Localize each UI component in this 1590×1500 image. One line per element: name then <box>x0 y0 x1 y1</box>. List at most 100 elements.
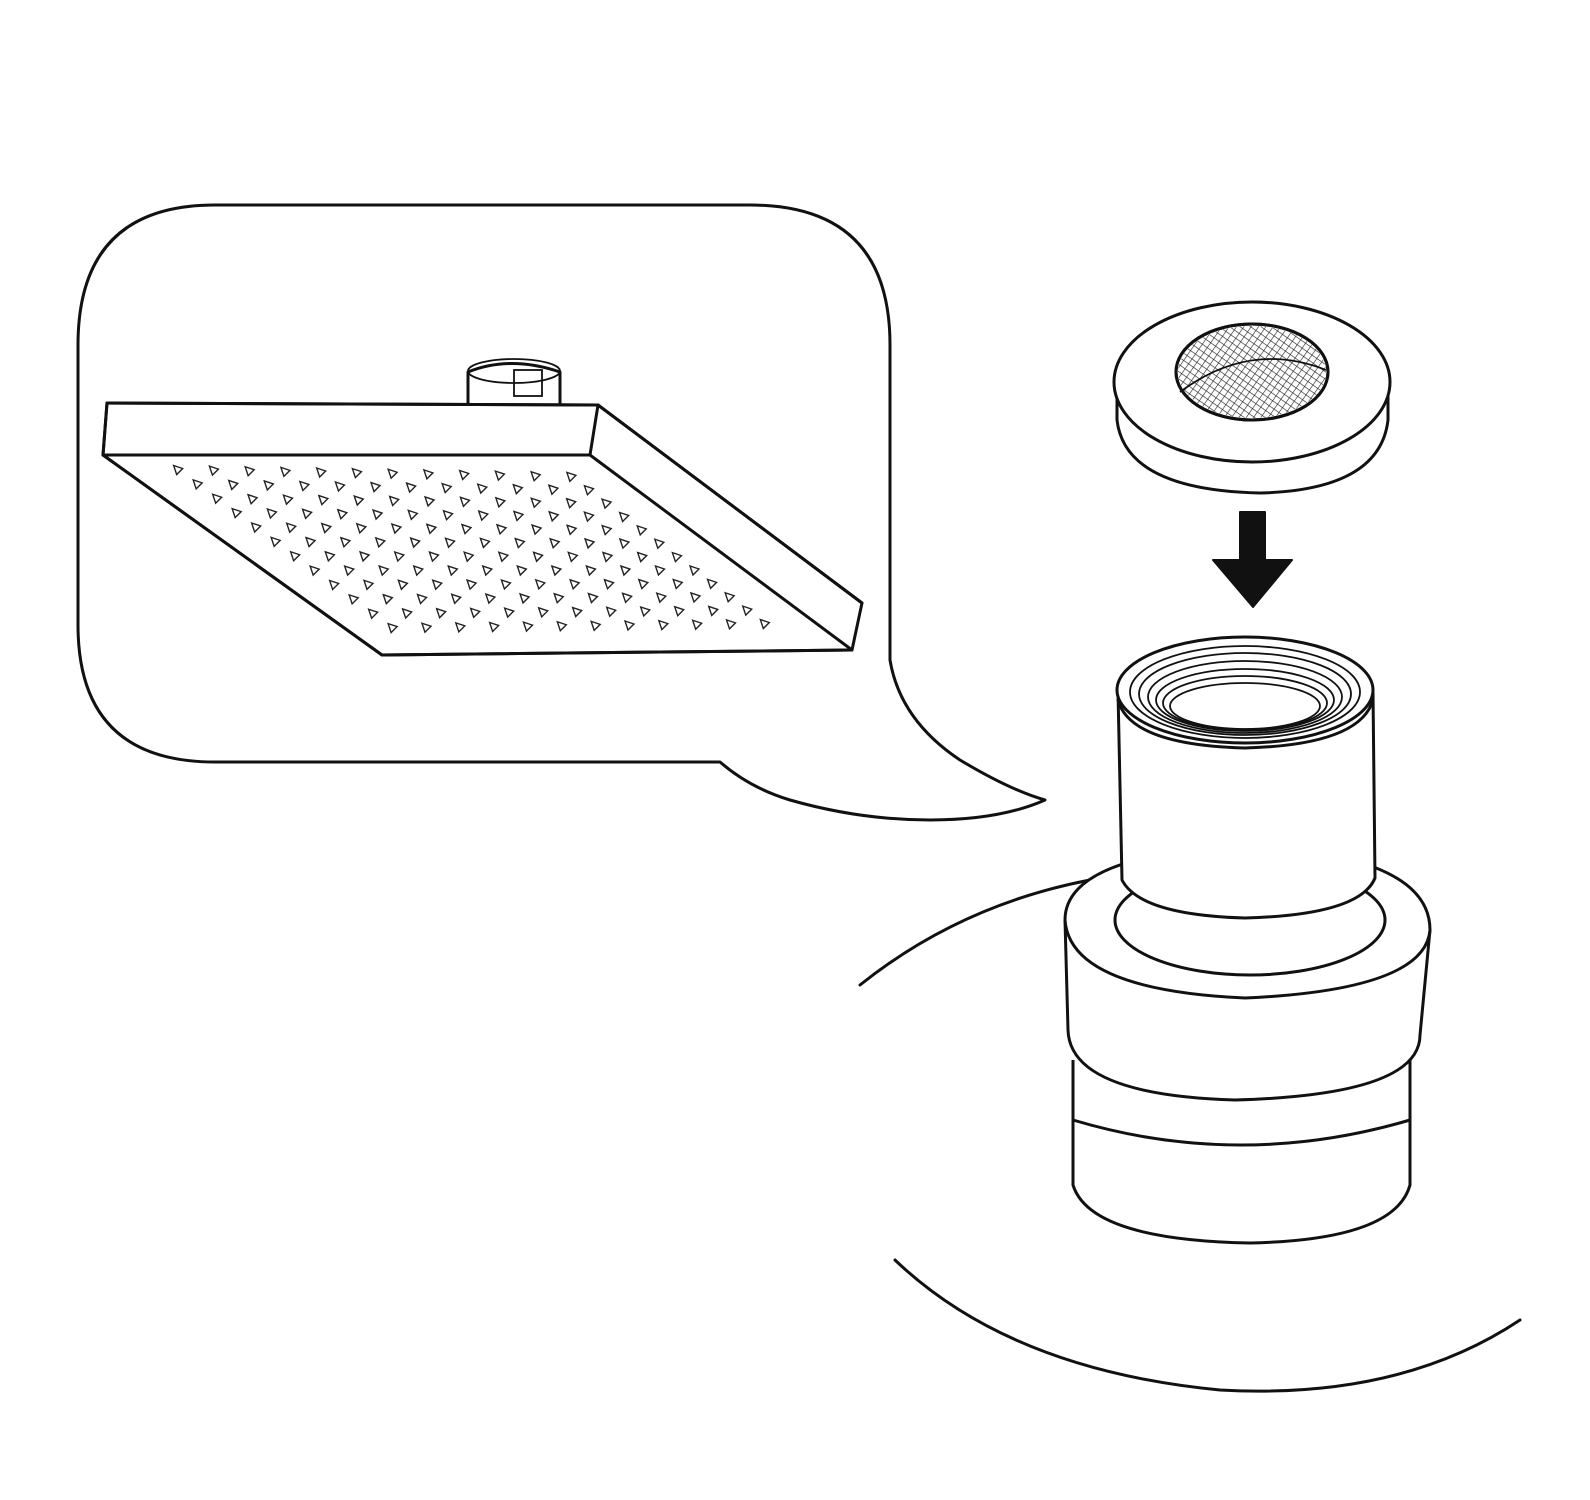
nozzle-hole <box>706 578 718 590</box>
nozzle-hole <box>463 551 475 563</box>
nozzle-hole <box>514 537 526 549</box>
nozzle-hole <box>534 578 547 591</box>
nozzle-hole <box>465 578 478 591</box>
nozzle-hole <box>315 466 327 479</box>
nozzle-hole <box>390 522 403 535</box>
mount-surface-upper-arc <box>858 878 1092 987</box>
nozzle-hole <box>355 522 368 535</box>
nozzle-hole <box>405 481 417 494</box>
nozzle-hole <box>362 579 375 591</box>
nozzle-hole <box>671 551 683 563</box>
nozzle-hole <box>320 522 333 534</box>
nozzle-hole <box>339 536 352 549</box>
nozzle-hole <box>227 479 240 491</box>
nozzle-hole <box>654 564 666 577</box>
nozzle-hole <box>231 507 243 519</box>
nozzle-hole <box>459 496 471 508</box>
nozzle-hole <box>725 618 737 631</box>
filter-washer-icon <box>1112 300 1392 495</box>
nozzle-hole <box>636 551 648 563</box>
nozzle-hole <box>409 536 421 549</box>
nozzle-hole <box>724 591 736 604</box>
nozzle-hole <box>583 484 595 497</box>
nozzle-hole <box>741 605 754 617</box>
nozzle-hole <box>428 550 440 563</box>
arrow-down-shape <box>1212 511 1293 608</box>
nozzle-hole <box>583 511 595 523</box>
nozzle-hole <box>447 564 459 577</box>
nozzle-hole <box>549 537 561 550</box>
nozzle-hole <box>530 497 542 509</box>
nozzle-hole <box>279 466 292 478</box>
nozzle-hole <box>567 551 579 563</box>
nozzle-hole <box>639 605 652 618</box>
nozzle-hole <box>317 494 330 506</box>
nozzle-hole <box>431 579 444 591</box>
nozzle-hole <box>497 551 510 563</box>
nozzle-hole <box>673 605 686 617</box>
nozzle-hole <box>246 493 259 505</box>
nozzle-hole <box>420 622 433 634</box>
shower-head-edge-right-top <box>596 403 864 605</box>
washer-mesh-rim <box>1174 322 1330 422</box>
nozzle-hole <box>450 593 462 605</box>
washer-mesh-curve <box>1179 358 1327 393</box>
nozzle-hole <box>358 550 371 563</box>
nozzle-hole <box>244 465 256 478</box>
nozzle-hole <box>587 592 599 604</box>
nozzle-hole <box>601 551 614 563</box>
shower-head-icon <box>101 358 864 657</box>
nozzle-hole <box>623 619 636 632</box>
nozzle-hole <box>348 593 360 606</box>
nozzle-hole <box>600 498 613 510</box>
nozzle-hole <box>566 524 578 536</box>
nozzle-hole <box>266 507 278 520</box>
nozzle-hole <box>250 521 262 534</box>
nozzle-hole <box>351 467 363 479</box>
nozzle-hole <box>460 523 473 535</box>
nozzle-hole <box>550 564 563 577</box>
nozzle-hole <box>407 509 419 521</box>
nozzle-hole <box>537 606 549 619</box>
connector-threads <box>1129 645 1361 739</box>
mount-surface-lower-arc <box>893 1258 1522 1393</box>
nozzle-hole <box>481 564 494 577</box>
nozzle-hole <box>689 591 702 604</box>
connector-neck <box>1116 691 1377 920</box>
threaded-connector-icon <box>1063 635 1432 1245</box>
nozzle-hole <box>423 495 436 508</box>
nozzle-hole <box>637 578 650 590</box>
nozzle-hole <box>367 608 379 620</box>
nozzle-hole <box>512 510 525 522</box>
nozzle-hole <box>309 565 321 577</box>
nozzle-hole <box>636 524 648 537</box>
nozzle-hole <box>565 497 577 509</box>
nozzle-grid <box>172 464 771 634</box>
nozzle-hole <box>304 536 317 548</box>
nozzle-hole <box>605 606 617 618</box>
connector-base-ring <box>1071 1118 1412 1147</box>
connector-opening <box>1115 635 1375 745</box>
nozzle-hole <box>553 592 565 605</box>
nozzle-hole <box>672 578 684 590</box>
nozzle-hole <box>590 620 602 632</box>
nozzle-hole <box>565 471 578 483</box>
nozzle-hole <box>172 464 184 476</box>
shower-head-stem-nut <box>513 369 543 397</box>
nozzle-hole <box>387 622 399 634</box>
nozzle-hole <box>289 550 301 563</box>
nozzle-hole <box>353 494 365 507</box>
nozzle-hole <box>343 565 355 577</box>
nozzle-hole <box>285 522 297 534</box>
nozzle-hole <box>619 564 632 577</box>
nozzle-hole <box>657 619 670 631</box>
nozzle-hole <box>621 592 633 604</box>
nozzle-hole <box>503 607 515 619</box>
nozzle-hole <box>691 619 703 631</box>
nozzle-hole <box>393 550 406 563</box>
nozzle-hole <box>369 481 382 493</box>
nozzle-hole <box>477 509 490 522</box>
nozzle-hole <box>388 495 400 507</box>
nozzle-hole <box>583 537 596 550</box>
